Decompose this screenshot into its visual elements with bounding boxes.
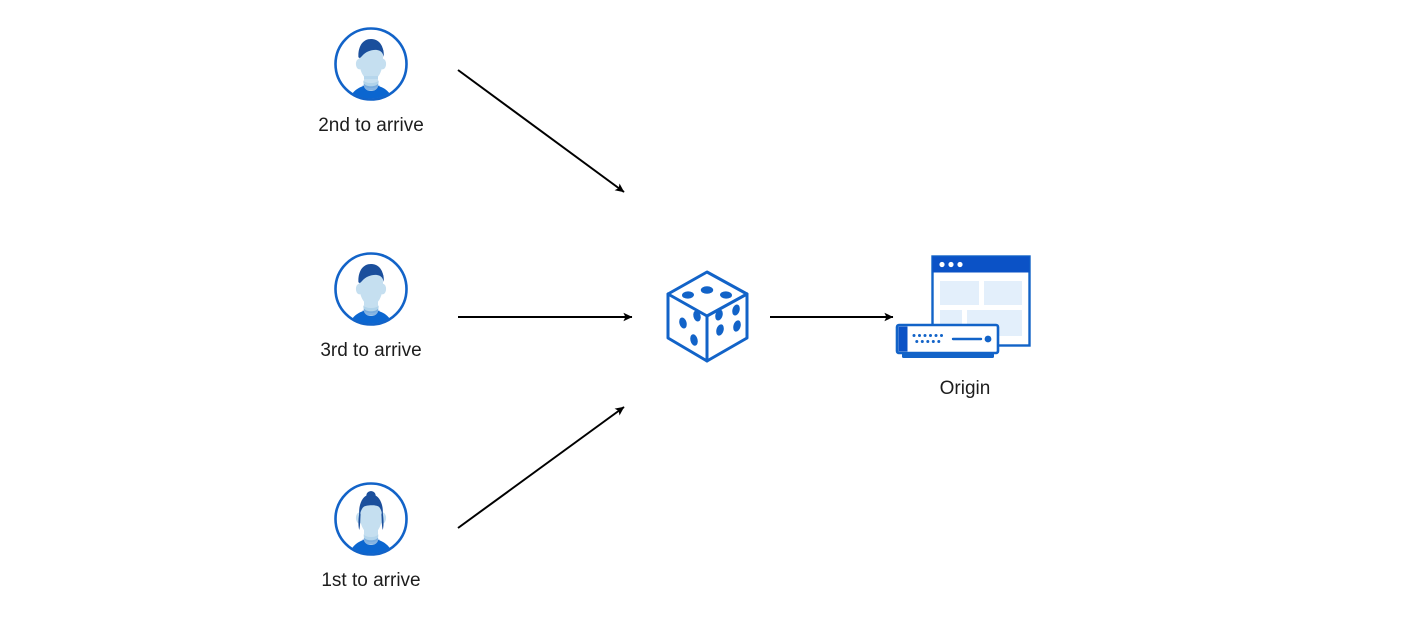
- node-label-visitor-3rd: 3rd to arrive: [320, 340, 422, 361]
- arrow-1st-to-dice: [457, 406, 625, 529]
- server-device-icon: [895, 323, 1001, 361]
- node-origin[interactable]: Origin: [865, 255, 1065, 398]
- user-avatar-male-icon: [333, 26, 409, 102]
- dice-icon: [661, 268, 753, 366]
- node-label-origin: Origin: [939, 378, 991, 399]
- node-label-visitor-2nd: 2nd to arrive: [318, 115, 424, 136]
- user-avatar-male-icon: [333, 251, 409, 327]
- arrow-2nd-to-dice: [457, 69, 625, 193]
- user-avatar-female-icon: [333, 481, 409, 557]
- node-visitor-1st[interactable]: 1st to arrive: [291, 481, 451, 590]
- node-dice[interactable]: [659, 268, 755, 366]
- node-visitor-3rd[interactable]: 3rd to arrive: [291, 251, 451, 360]
- origin-icon-stack: [895, 255, 1035, 363]
- node-label-visitor-1st: 1st to arrive: [321, 570, 421, 591]
- node-visitor-2nd[interactable]: 2nd to arrive: [291, 26, 451, 135]
